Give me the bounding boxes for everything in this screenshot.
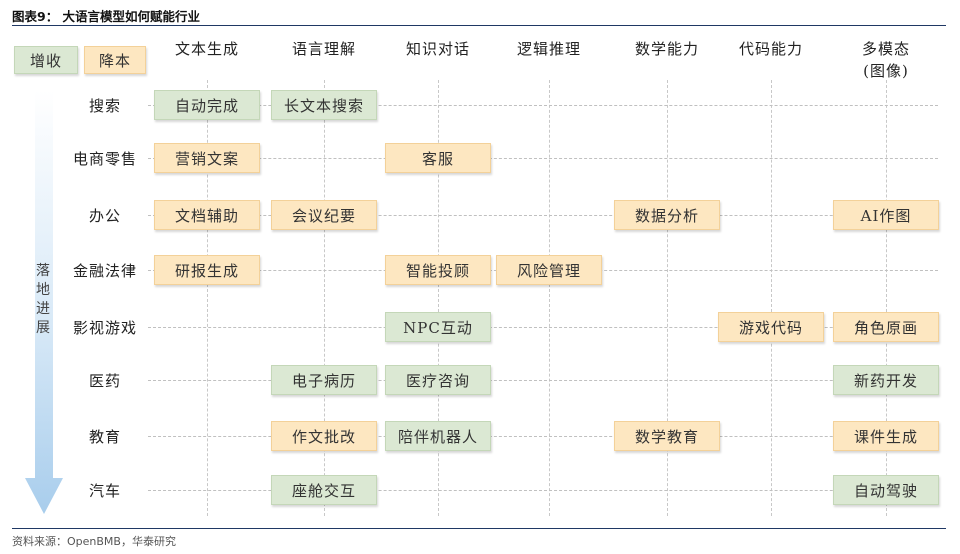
application-cell: 长文本搜索 bbox=[271, 90, 377, 120]
grid-line-vertical bbox=[667, 80, 668, 516]
column-header: 逻辑推理 bbox=[516, 40, 581, 58]
application-cell: 医疗咨询 bbox=[385, 365, 491, 395]
application-cell: 自动完成 bbox=[154, 90, 260, 120]
column-header: 代码能力 bbox=[738, 40, 803, 58]
grid-line-vertical bbox=[207, 80, 208, 516]
application-cell: 作文批改 bbox=[271, 421, 377, 451]
grid-line-vertical bbox=[771, 80, 772, 516]
application-cell: 数据分析 bbox=[614, 200, 720, 230]
column-header: 文本生成 bbox=[174, 40, 239, 58]
grid-line-horizontal bbox=[148, 215, 938, 216]
application-cell: 陪伴机器人 bbox=[385, 421, 491, 451]
source-note: 资料来源：OpenBMB，华泰研究 bbox=[12, 535, 176, 548]
down-arrow-icon bbox=[24, 90, 64, 516]
row-label: 金融法律 bbox=[72, 262, 137, 280]
legend-decrease: 降本 bbox=[84, 46, 146, 74]
application-cell: 会议纪要 bbox=[271, 200, 377, 230]
application-cell: 座舱交互 bbox=[271, 475, 377, 505]
application-cell: 客服 bbox=[385, 143, 491, 173]
grid-line-horizontal bbox=[148, 327, 938, 328]
application-cell: AI作图 bbox=[833, 200, 939, 230]
column-header: 知识对话 bbox=[405, 40, 470, 58]
legend-increase: 增收 bbox=[14, 46, 78, 74]
row-label: 医药 bbox=[88, 372, 121, 390]
grid-line-horizontal bbox=[148, 380, 938, 381]
application-cell: 营销文案 bbox=[154, 143, 260, 173]
grid-line-vertical bbox=[438, 80, 439, 516]
application-cell: 自动驾驶 bbox=[833, 475, 939, 505]
application-cell: 电子病历 bbox=[271, 365, 377, 395]
row-label: 汽车 bbox=[88, 482, 121, 500]
grid-line-vertical bbox=[324, 80, 325, 516]
grid-line-vertical bbox=[549, 80, 550, 516]
row-label: 办公 bbox=[88, 207, 121, 225]
application-cell: 数学教育 bbox=[614, 421, 720, 451]
row-label: 电商零售 bbox=[72, 150, 137, 168]
application-cell: 文档辅助 bbox=[154, 200, 260, 230]
application-cell: NPC互动 bbox=[385, 312, 491, 342]
application-cell: 角色原画 bbox=[833, 312, 939, 342]
figure-title: 图表9： 大语言模型如何赋能行业 bbox=[12, 9, 201, 24]
application-cell: 风险管理 bbox=[496, 255, 602, 285]
application-cell: 智能投顾 bbox=[385, 255, 491, 285]
grid-line-vertical bbox=[886, 80, 887, 516]
grid-line-horizontal bbox=[148, 490, 938, 491]
grid-line-horizontal bbox=[148, 158, 938, 159]
arrow-label: 落地进展 bbox=[36, 263, 50, 336]
application-cell: 研报生成 bbox=[154, 255, 260, 285]
row-label: 搜索 bbox=[88, 97, 121, 115]
grid-line-horizontal bbox=[148, 105, 938, 106]
column-header: 语言理解 bbox=[291, 40, 356, 58]
application-cell: 游戏代码 bbox=[718, 312, 824, 342]
top-rule bbox=[12, 25, 946, 26]
column-header: 数学能力 bbox=[634, 40, 699, 58]
bottom-rule bbox=[12, 528, 946, 529]
column-header: 多模态(图像) bbox=[861, 40, 910, 80]
row-label: 教育 bbox=[88, 428, 121, 446]
grid-line-horizontal bbox=[148, 436, 938, 437]
application-cell: 课件生成 bbox=[833, 421, 939, 451]
row-label: 影视游戏 bbox=[72, 319, 137, 337]
application-cell: 新药开发 bbox=[833, 365, 939, 395]
